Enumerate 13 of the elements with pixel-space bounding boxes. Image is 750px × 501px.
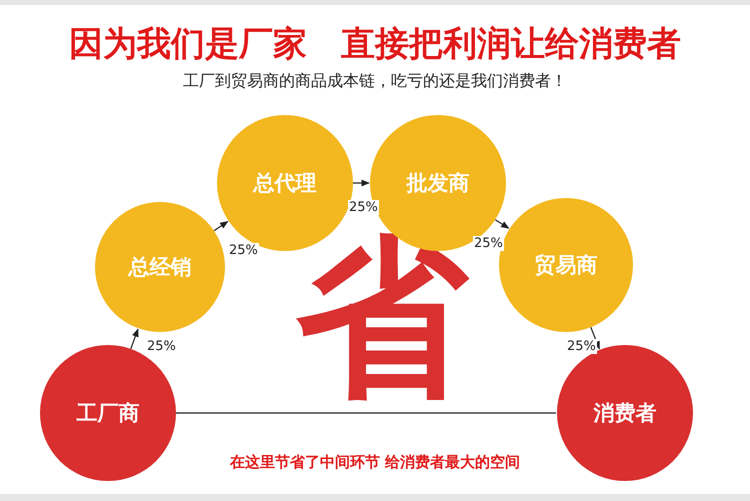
arrow xyxy=(590,326,600,350)
footer-note: 在这里节省了中间环节 给消费者最大的空间 xyxy=(228,452,522,472)
arrow xyxy=(494,219,510,229)
subtitle: 工厂到贸易商的商品成本链，吃亏的还是我们消费者！ xyxy=(182,70,568,92)
arrow xyxy=(353,180,370,186)
edge-label: 25% xyxy=(566,339,597,354)
edge-label: 25% xyxy=(473,236,504,251)
arrow xyxy=(130,328,138,350)
title: 因为我们是厂家 直接把利润让给消费者 xyxy=(68,23,682,66)
connector-line xyxy=(176,412,556,414)
arrow xyxy=(214,221,228,232)
edge-label: 25% xyxy=(348,200,379,215)
circle-node: 总经销 xyxy=(95,202,225,332)
